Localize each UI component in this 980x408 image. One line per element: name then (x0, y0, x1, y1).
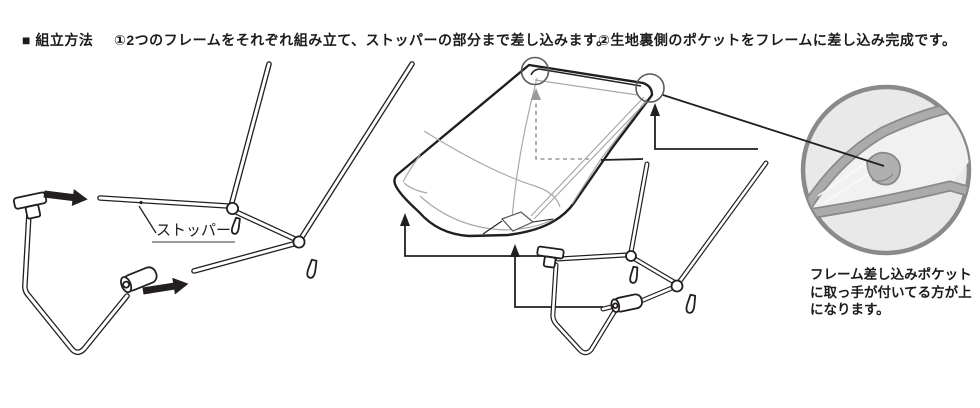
pocket-highlight-circle (635, 73, 665, 103)
hidden-pole-dashed-line (535, 96, 589, 160)
pointer-lines (400, 103, 758, 308)
magnifier-leader-line (662, 94, 885, 167)
pocket-detail-magnifier (662, 84, 972, 256)
pocket-note: フレーム差し込みポケット に取っ手が付いてる方が上 になります。 (810, 266, 972, 319)
frame-parts-diagram (12, 61, 415, 356)
pocket-note-line1: フレーム差し込みポケット (810, 267, 972, 282)
stopper-label: ストッパー (152, 219, 236, 243)
cylinder-connector (610, 293, 643, 314)
pocket-highlight-circle (520, 56, 550, 86)
frame-foot (685, 293, 697, 314)
pocket-handle-tab (866, 151, 901, 186)
cylinder-connector (120, 266, 158, 294)
hub-joint (225, 201, 239, 215)
assembled-frame-diagram (536, 160, 769, 356)
insert-arrow-icon (142, 277, 189, 295)
frame-foot (629, 265, 639, 284)
pocket-note-line3: になります。 (810, 302, 890, 317)
chair-fabric-diagram (393, 56, 665, 238)
t-connector (12, 191, 48, 220)
instruction-step2: ②生地裏側のポケットをフレームに差し込み完成です。 (598, 32, 957, 48)
hub-joint (292, 235, 306, 249)
instruction-step1: ①2つのフレームをそれぞれ組み立て、ストッパーの部分まで差し込みます。 (114, 32, 611, 48)
frame-foot (306, 258, 318, 279)
hub-joint (625, 250, 637, 262)
dashed-arrowhead-icon (531, 88, 541, 100)
t-connector (536, 245, 565, 269)
stopper-leader-line (138, 205, 157, 234)
hub-joint (670, 279, 684, 293)
pocket-note-line2: に取っ手が付いてる方が上 (810, 284, 972, 300)
section-heading: ■ 組立方法 (22, 32, 94, 48)
insert-arrow-icon (43, 189, 88, 206)
stopper-dot (139, 200, 143, 205)
frame-foot (230, 216, 241, 235)
